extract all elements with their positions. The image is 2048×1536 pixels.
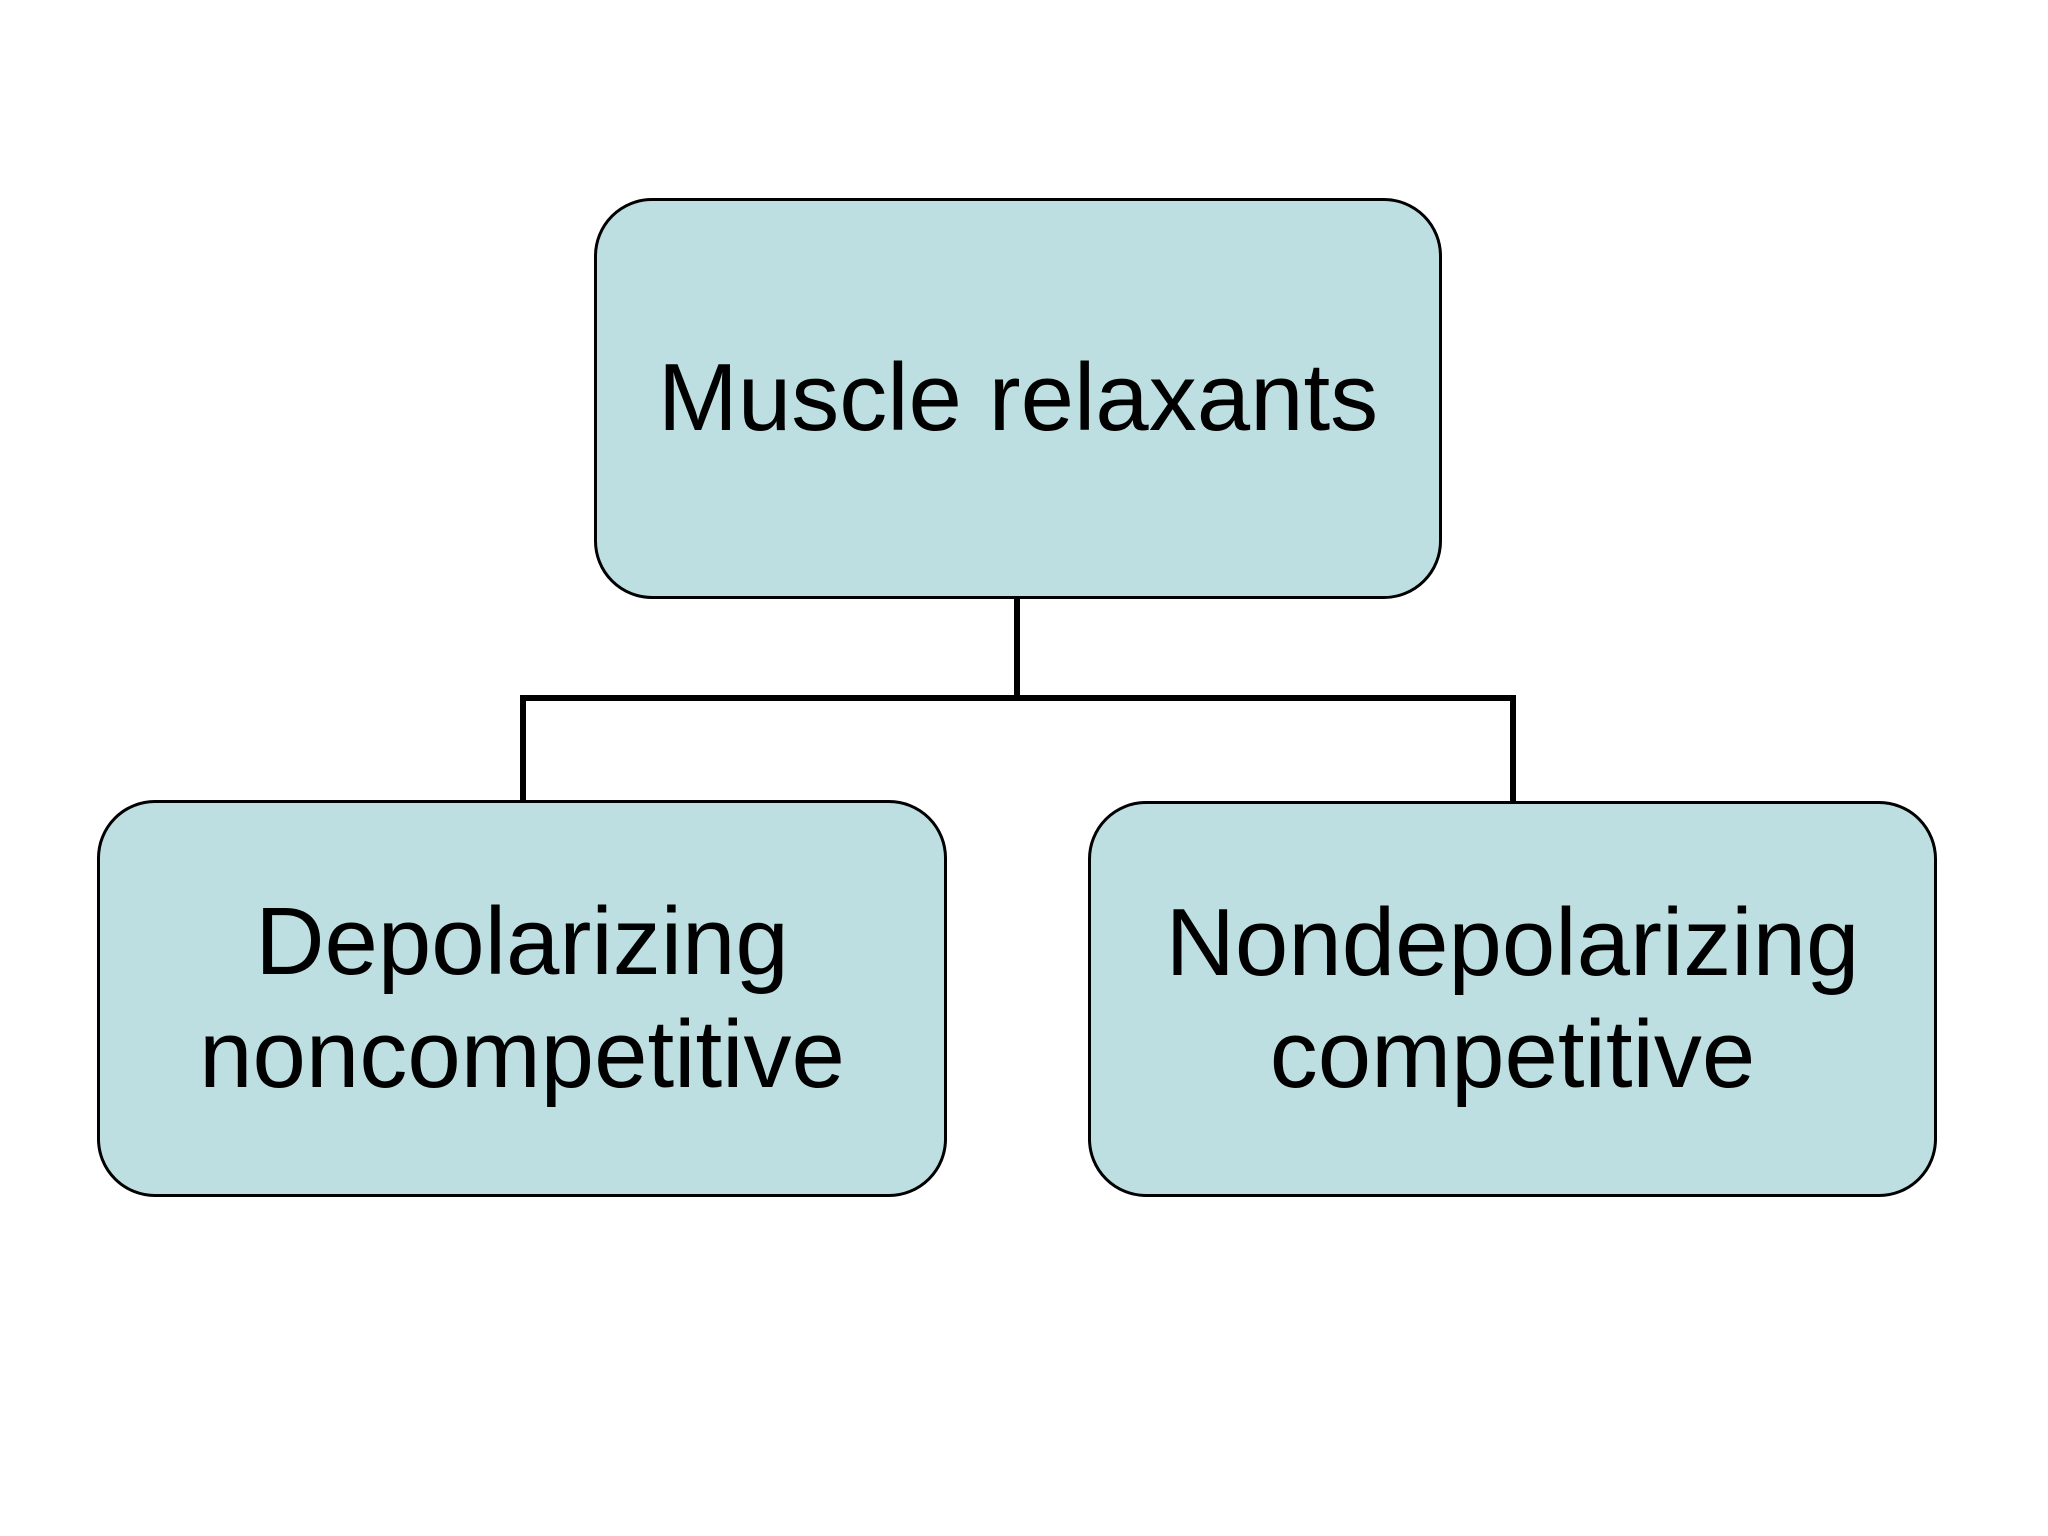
- connector-right-drop: [1510, 695, 1516, 803]
- node-nondepolarizing-competitive: Nondepolarizing competitive: [1088, 801, 1937, 1197]
- node-muscle-relaxants: Muscle relaxants: [594, 198, 1442, 599]
- node-nondepolarizing-label-line1: Nondepolarizing: [1165, 888, 1860, 996]
- node-nondepolarizing-label-line2: competitive: [1269, 1001, 1756, 1108]
- connector-root-stem: [1014, 599, 1020, 701]
- connector-horizontal-bar: [520, 695, 1516, 701]
- connector-left-drop: [520, 695, 526, 802]
- node-muscle-relaxants-label: Muscle relaxants: [657, 344, 1379, 452]
- node-depolarizing-noncompetitive: Depolarizing noncompetitive: [97, 800, 947, 1197]
- node-depolarizing-label-line1: Depolarizing: [255, 888, 789, 996]
- node-depolarizing-label-line2: noncompetitive: [199, 1000, 845, 1108]
